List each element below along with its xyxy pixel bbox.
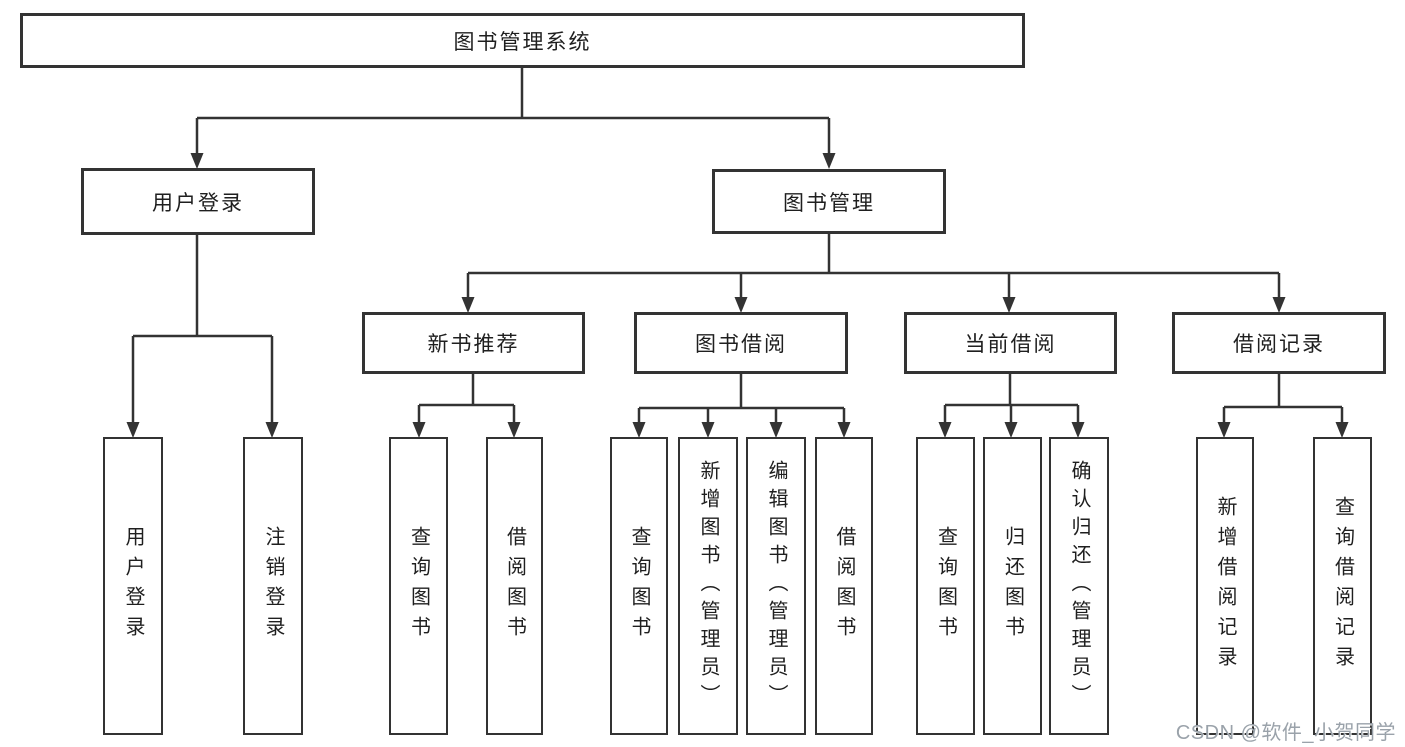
node-leaf-logout: 注销登录 bbox=[243, 437, 303, 735]
node-new-book-recommend: 新书推荐 bbox=[362, 312, 585, 374]
node-user-login: 用户登录 bbox=[81, 168, 315, 235]
node-leaf-borrow-books: 借阅图书 bbox=[815, 437, 873, 735]
node-root: 图书管理系统 bbox=[20, 13, 1025, 68]
node-leaf-query-books-current: 查询图书 bbox=[916, 437, 975, 735]
node-leaf-borrow-books-recommend: 借阅图书 bbox=[486, 437, 543, 735]
node-leaf-query-books-borrow: 查询图书 bbox=[610, 437, 668, 735]
csdn-watermark: CSDN @软件_小贺同学 bbox=[1175, 722, 1396, 744]
node-current-borrow: 当前借阅 bbox=[904, 312, 1117, 374]
node-leaf-return-book: 归还图书 bbox=[983, 437, 1042, 735]
node-leaf-add-book-admin: 新增图书（管理员） bbox=[678, 437, 738, 735]
node-leaf-confirm-return-admin: 确认归还（管理员） bbox=[1049, 437, 1109, 735]
node-book-management: 图书管理 bbox=[712, 169, 946, 234]
node-book-borrow: 图书借阅 bbox=[634, 312, 848, 374]
node-leaf-query-borrow-record: 查询借阅记录 bbox=[1313, 437, 1372, 735]
node-borrow-records: 借阅记录 bbox=[1172, 312, 1386, 374]
node-leaf-add-borrow-record: 新增借阅记录 bbox=[1196, 437, 1254, 735]
node-leaf-edit-book-admin: 编辑图书（管理员） bbox=[746, 437, 806, 735]
node-leaf-user-login: 用户登录 bbox=[103, 437, 163, 735]
node-leaf-query-books-recommend: 查询图书 bbox=[389, 437, 448, 735]
